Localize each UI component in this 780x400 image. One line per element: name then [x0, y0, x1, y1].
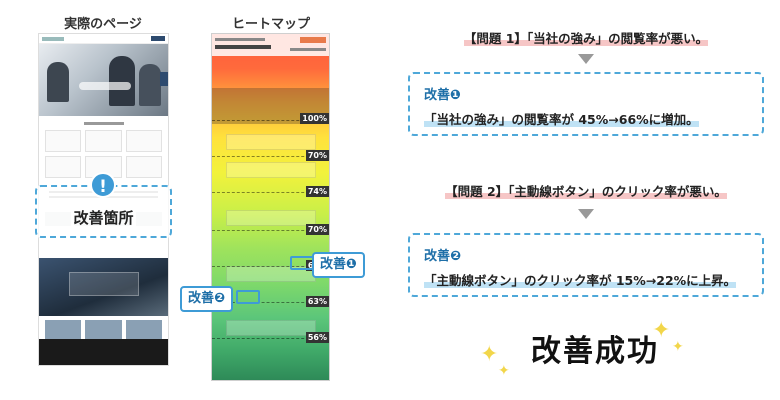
heatmap-thumbnail: 100% 70% 74% 70% 68% 63% 56% [211, 33, 330, 381]
page-logo [42, 37, 64, 41]
heatmap-percent: 56% [305, 332, 329, 343]
down-arrow-icon [578, 209, 594, 219]
problem-1: 【問題 1】「当社の強み」の閲覧率が悪い。 [463, 31, 709, 46]
sparkle-icon: ✦ [672, 339, 684, 355]
sparkle-icon: ✦ [652, 318, 671, 343]
heatmap-percent: 100% [300, 113, 329, 124]
improvement-2-marker [236, 290, 260, 304]
sparkle-icon: ✦ [498, 363, 510, 379]
sparkle-icon: ✦ [480, 342, 499, 367]
improvement-2-tag: 改善❷ [180, 286, 234, 312]
problem-2: 【問題 2】「主動線ボタン」のクリック率が悪い。 [445, 184, 727, 199]
result-2-text: 「主動線ボタン」のクリック率が 15%→22%に上昇。 [424, 273, 737, 288]
heatmap-percent: 70% [305, 224, 329, 235]
actual-page-title: 実際のページ [64, 17, 142, 32]
improvement-1-tag: 改善❶ [312, 252, 366, 278]
page-hero-image [39, 44, 168, 116]
result-2-heading: 改善❷ [424, 249, 462, 264]
improvement-area-label: 改善箇所 [73, 209, 134, 227]
page-header [39, 34, 168, 44]
result-1-heading: 改善❶ [424, 88, 462, 103]
page-footer [39, 339, 168, 365]
alert-icon: ! [90, 172, 116, 198]
heatmap-percent: 70% [305, 150, 329, 161]
heatmap-percent: 74% [305, 186, 329, 197]
down-arrow-icon [578, 54, 594, 64]
page-cta-banner [39, 258, 168, 316]
result-1-box: 改善❶ 「当社の強み」の閲覧率が 45%→66%に増加。 [408, 72, 764, 136]
result-2-box: 改善❷ 「主動線ボタン」のクリック率が 15%→22%に上昇。 [408, 233, 764, 297]
success-text: 改善成功 [531, 334, 659, 369]
heatmap-percent: 63% [305, 296, 329, 307]
page-header-button [151, 36, 165, 41]
heatmap-title: ヒートマップ [231, 17, 310, 32]
result-1-text: 「当社の強み」の閲覧率が 45%→66%に増加。 [424, 112, 699, 127]
heatmap-header [212, 34, 329, 56]
